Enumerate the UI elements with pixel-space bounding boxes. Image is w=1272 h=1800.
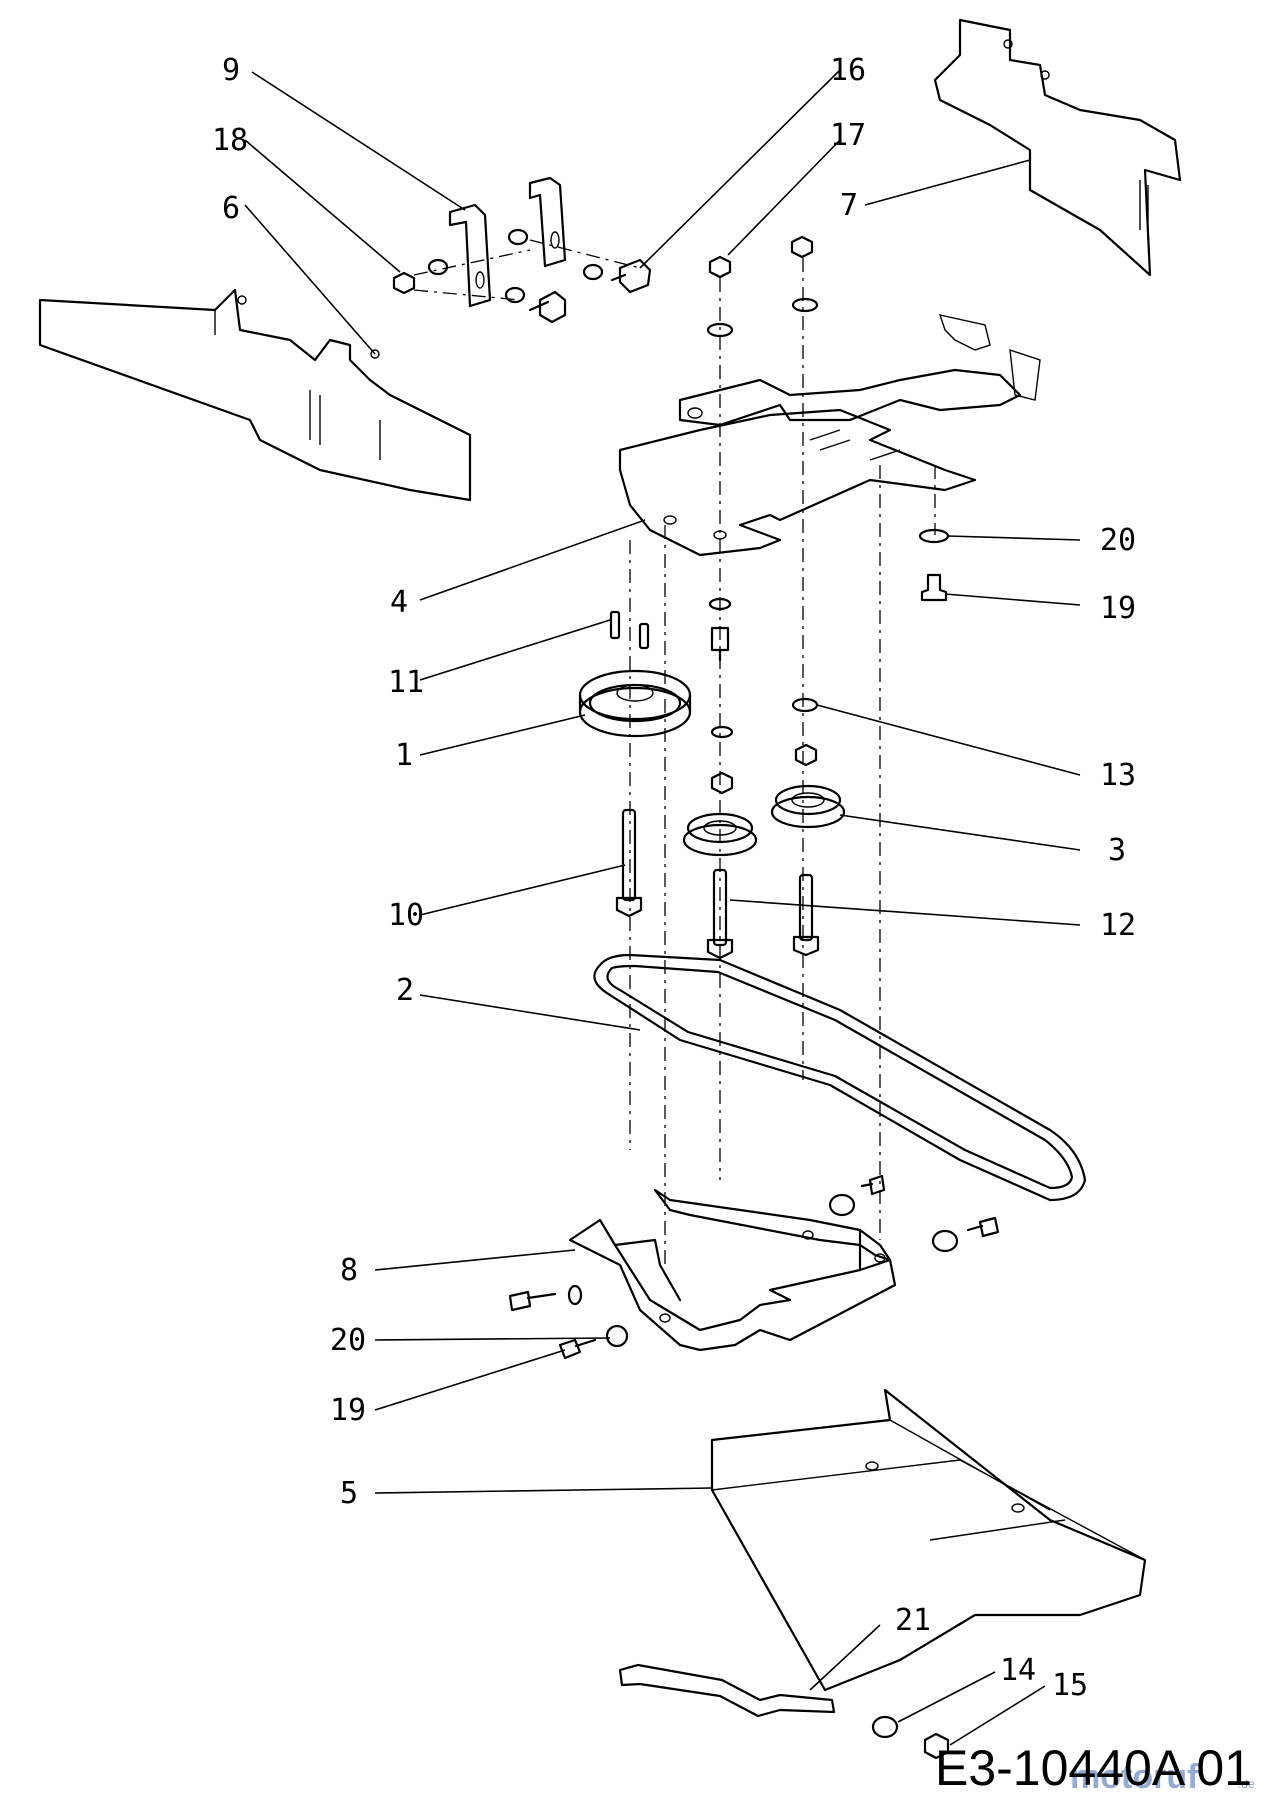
part-9-brackets [448,176,567,308]
callout-9: 9 [222,53,240,88]
callout-15: 15 [1052,1668,1088,1703]
callout-14: 14 [1000,1653,1036,1688]
hardware-columns [706,235,950,795]
part-6-left-cover [38,288,472,502]
lower-guard-hardware [508,1174,1000,1360]
callout-11: 11 [388,665,424,700]
leader-lines [244,69,1081,1746]
watermark-suffix: .de [1238,1777,1255,1791]
part-4-upper-plate [618,314,1041,557]
callout-19-lower: 19 [330,1393,366,1428]
part-8-belt-guard [568,1188,897,1352]
callout-3: 3 [1108,833,1126,868]
callout-5: 5 [340,1476,358,1511]
bracket-hardware [392,228,652,324]
callout-7: 7 [840,188,858,223]
callout-21: 21 [895,1603,931,1638]
callout-labels: 9 18 6 16 17 7 4 11 1 10 2 8 20 19 5 20 … [212,53,1136,1703]
part-5-lower-tray [710,1388,1147,1692]
part-3-small-pulleys [682,784,846,857]
callout-4: 4 [390,585,408,620]
assembly-centerlines [629,258,936,1270]
watermark-logo: motoruf [1070,1758,1199,1796]
drawing-code: E3-10440A 01 [935,1740,1252,1796]
part-1-large-pulley [578,669,692,738]
callout-20-lower: 20 [330,1323,366,1358]
callout-13: 13 [1100,758,1136,793]
callout-1: 1 [395,738,413,773]
callout-12: 12 [1100,908,1136,943]
callout-19-upper: 19 [1100,591,1136,626]
callout-18: 18 [212,123,248,158]
part-21-rod [618,1663,950,1760]
callout-17: 17 [830,118,866,153]
callout-16: 16 [830,53,866,88]
callout-20-upper: 20 [1100,523,1136,558]
callout-8: 8 [340,1253,358,1288]
callout-10: 10 [388,898,424,933]
part-7-right-cover [933,18,1182,277]
callout-2: 2 [396,973,414,1008]
part-2-belt [593,953,1087,1202]
callout-6: 6 [222,191,240,226]
part-10-12-bolts [615,808,820,960]
part-11-pins [609,610,650,650]
